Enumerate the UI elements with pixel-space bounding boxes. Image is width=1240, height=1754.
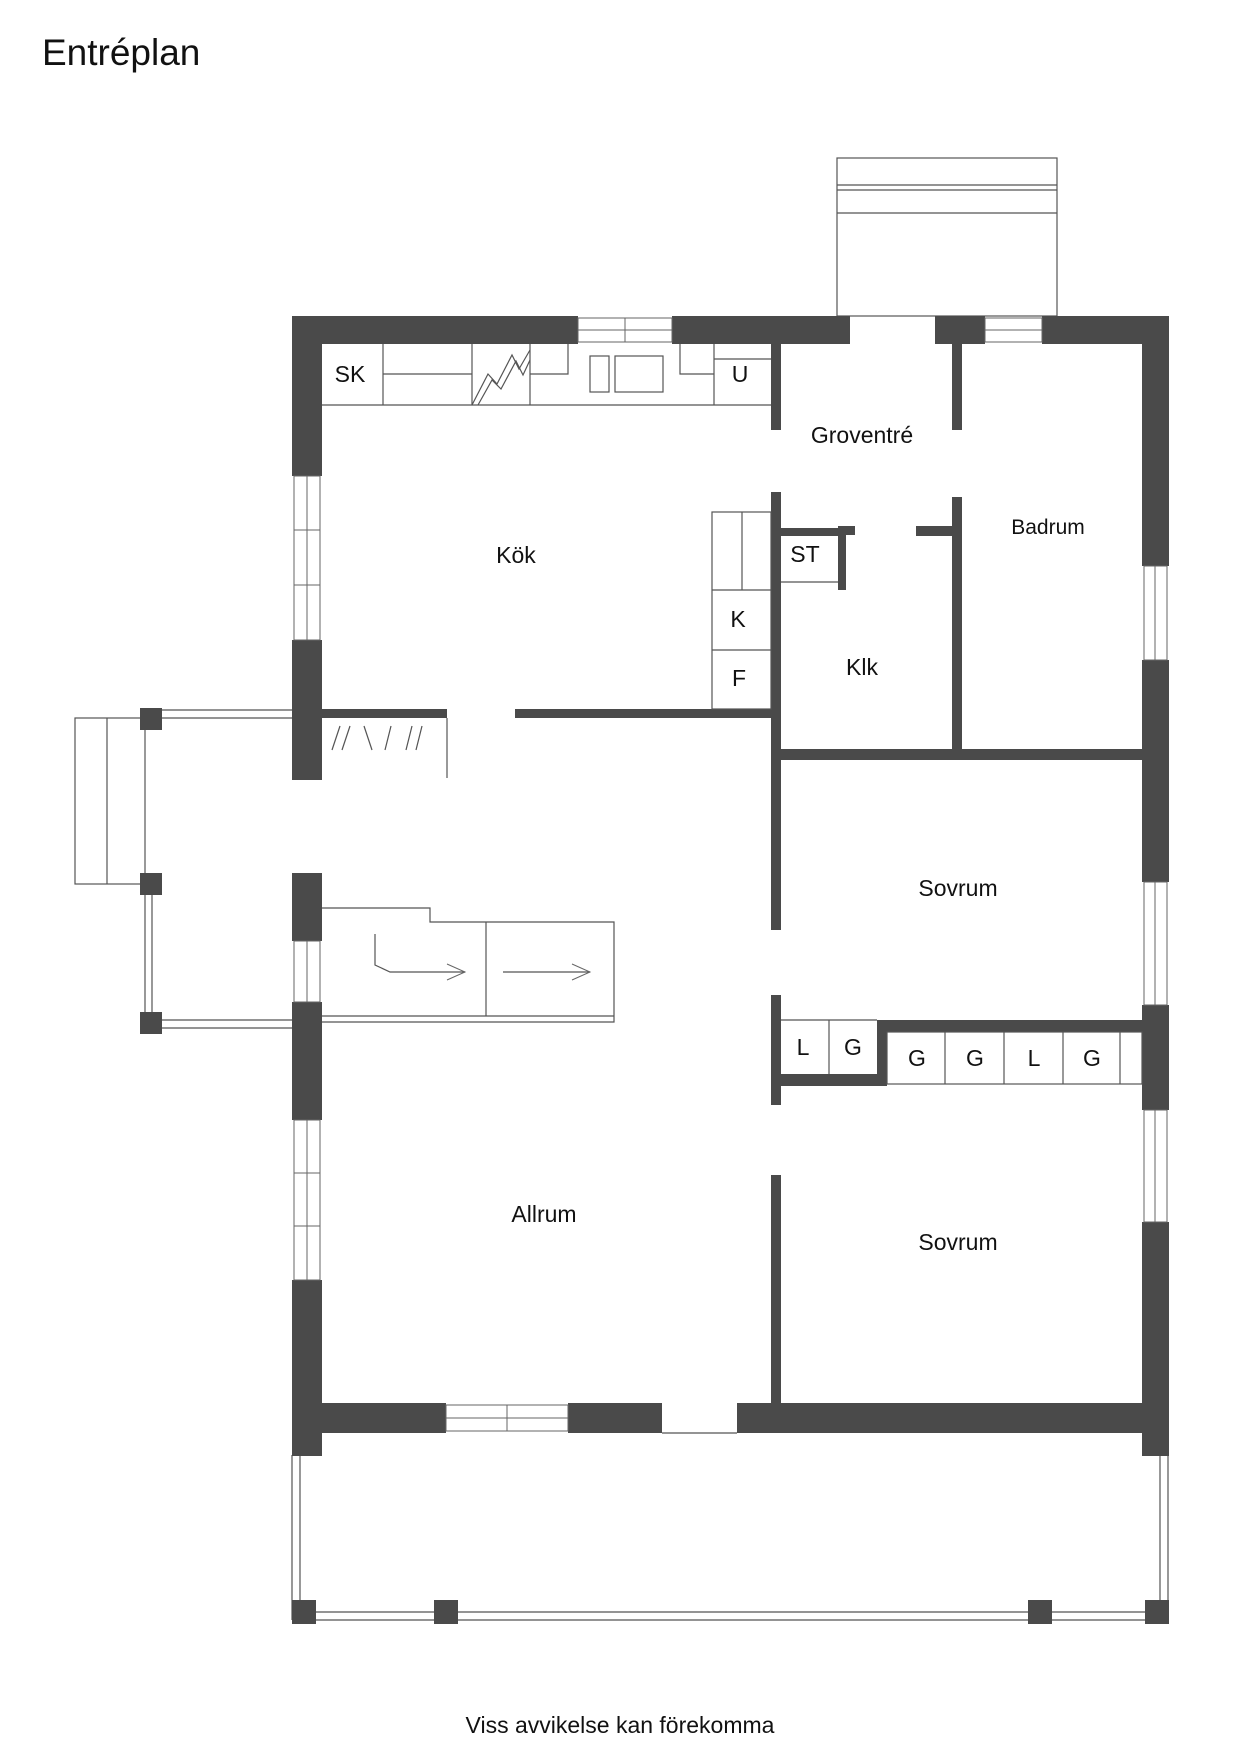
entrance-steps — [836, 157, 1058, 317]
wardrobe-label-5: L — [1028, 1045, 1041, 1071]
kitchen-counters — [322, 344, 772, 710]
room-label-sovrum-1: Sovrum — [918, 875, 997, 901]
windows — [293, 317, 1168, 1434]
room-labels: Kök Groventré Badrum Klk Sovrum Allrum S… — [496, 422, 1085, 1255]
fixture-label-k: K — [730, 606, 746, 632]
wardrobe-label-4: G — [966, 1045, 984, 1071]
fixture-label-u: U — [732, 361, 749, 387]
fixture-label-f: F — [732, 665, 746, 691]
wardrobe-label-2: G — [844, 1034, 862, 1060]
fixture-labels: SK U ST K F L G G G L G — [335, 361, 1101, 1071]
room-label-klk: Klk — [846, 654, 878, 680]
room-label-allrum: Allrum — [511, 1201, 576, 1227]
staircase — [322, 907, 615, 1023]
wardrobe-label-1: L — [797, 1034, 810, 1060]
fixture-label-sk: SK — [335, 361, 366, 387]
fixture-label-st: ST — [790, 541, 819, 567]
wardrobe-label-3: G — [908, 1045, 926, 1071]
outer-walls — [292, 316, 1169, 1456]
disclaimer: Viss avvikelse kan förekomma — [465, 1712, 775, 1738]
wardrobes — [781, 1019, 1143, 1085]
side-porch — [74, 708, 292, 1034]
wardrobe-label-6: G — [1083, 1045, 1101, 1071]
room-label-sovrum-2: Sovrum — [918, 1229, 997, 1255]
veranda — [291, 1432, 1169, 1624]
coat-rack — [331, 718, 448, 778]
room-label-kok: Kök — [496, 542, 536, 568]
room-label-groventre: Groventré — [811, 422, 913, 448]
room-label-badrum: Badrum — [1011, 516, 1085, 539]
storage-st — [781, 526, 855, 590]
interior-walls — [322, 344, 1142, 1403]
plan-title: Entréplan — [42, 32, 201, 73]
